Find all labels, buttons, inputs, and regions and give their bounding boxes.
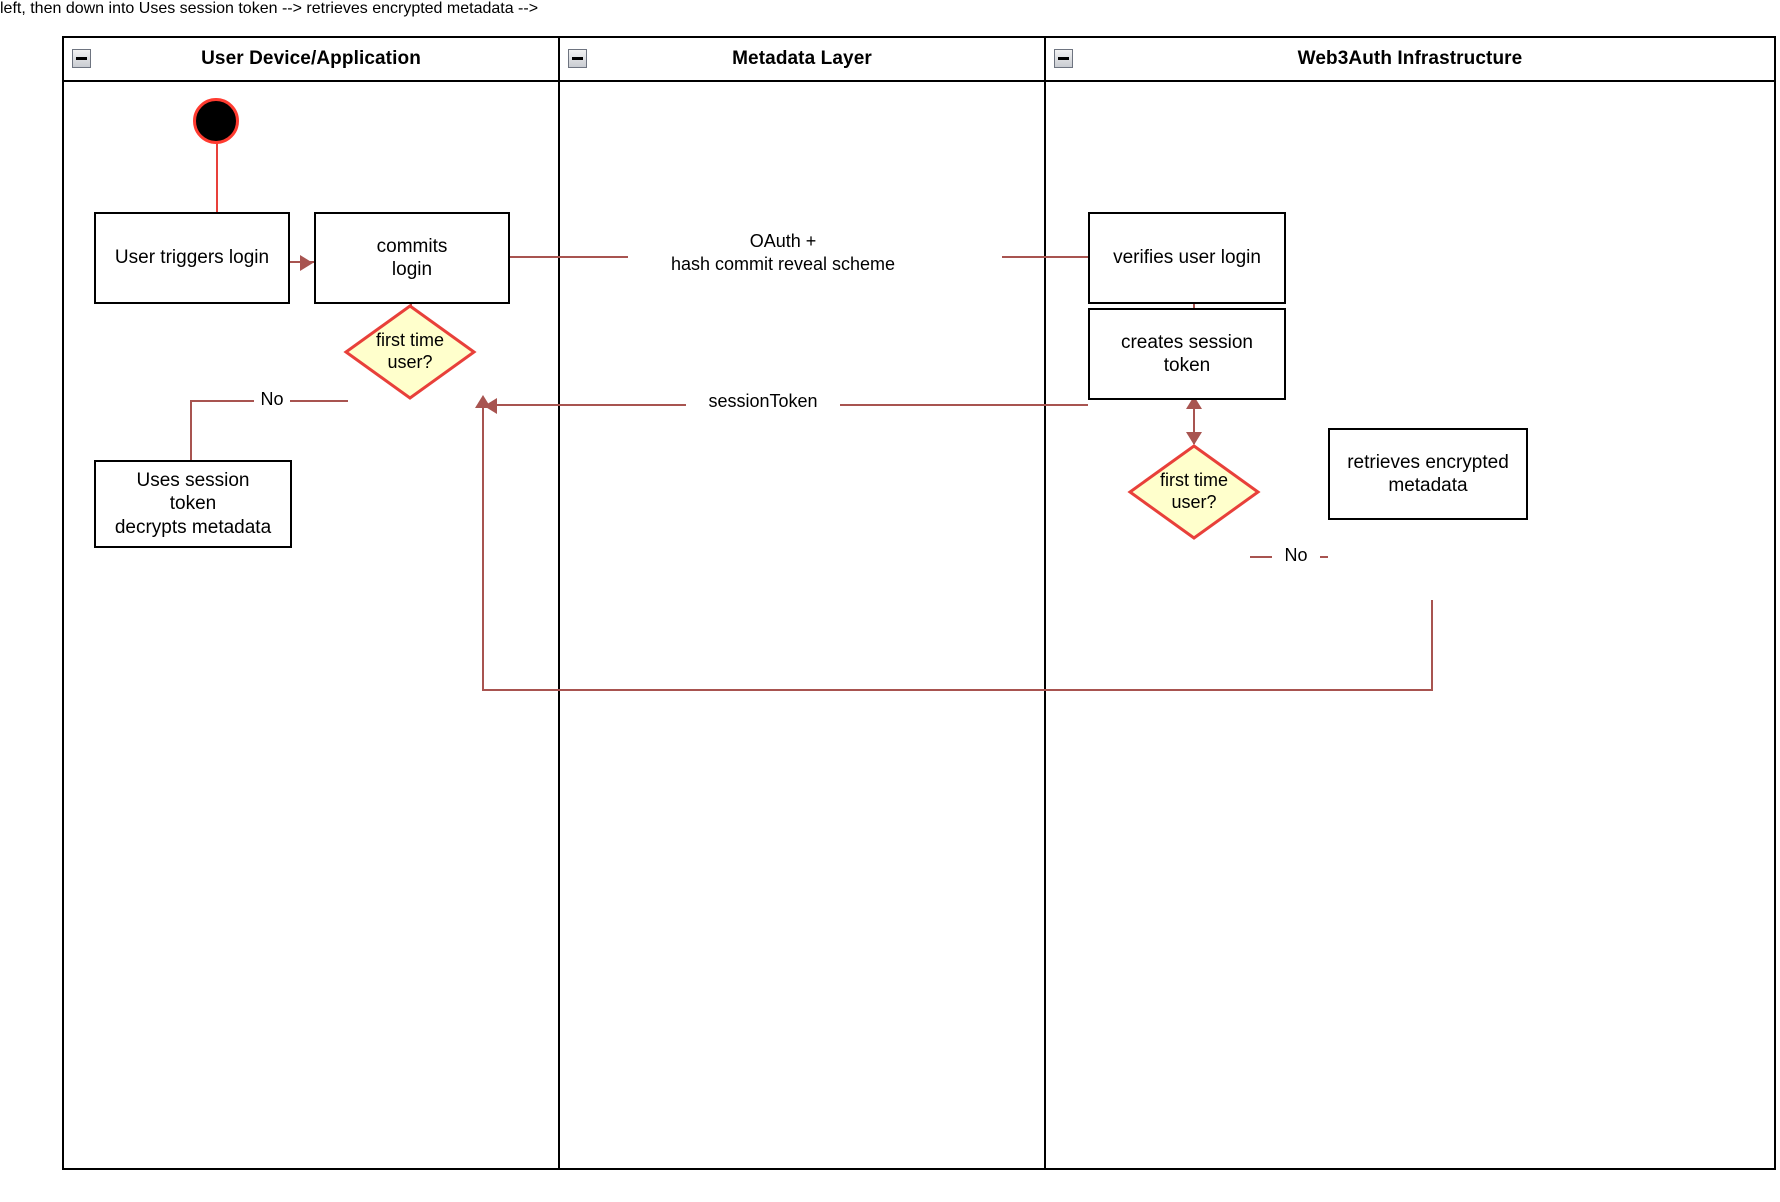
edge-decision-no-right-a (1250, 556, 1274, 558)
edge-label-no-right: No (1272, 544, 1320, 567)
action-label: verifies user login (1113, 247, 1261, 269)
lane-title-user-device: User Device/Application (201, 48, 421, 69)
edge-retrieves-up (482, 404, 484, 691)
lane-header-web3auth: Web3Auth Infrastructure (1046, 38, 1774, 82)
minus-box-icon[interactable] (568, 49, 587, 68)
lane-divider-1 (558, 38, 560, 1168)
action-retrieves-encrypted-metadata[interactable]: retrieves encrypted metadata (1328, 428, 1528, 520)
edge-decision-no-left-a (190, 400, 256, 402)
arrowhead-down-decision (1186, 432, 1202, 445)
edge-sessiontoken-a (490, 404, 686, 406)
lane-user-device[interactable]: User Device/Application (64, 38, 558, 1168)
lane-divider-2 (1044, 38, 1046, 1168)
edge-creates-decision-bidirectional (1193, 400, 1195, 444)
edge-retrieves-left (482, 689, 1433, 691)
minus-box-icon[interactable] (1054, 49, 1073, 68)
action-label: commits login (376, 235, 448, 280)
edge-start-to-trigger (216, 142, 218, 212)
edge-retrieves-down (1431, 600, 1433, 691)
minus-box-icon[interactable] (72, 49, 91, 68)
action-commits-login[interactable]: commits login (314, 212, 510, 304)
edge-label-oauth: OAuth + hash commit reveal scheme (628, 230, 938, 275)
lane-header-metadata-layer: Metadata Layer (560, 38, 1044, 82)
action-verifies-user-login[interactable]: verifies user login (1088, 212, 1286, 304)
lane-web3auth[interactable]: Web3Auth Infrastructure (1046, 38, 1774, 1168)
decision-label: first time user? (1159, 470, 1228, 512)
action-label: User triggers login (114, 247, 270, 269)
action-user-triggers-login[interactable]: User triggers login (94, 212, 290, 304)
decision-first-time-user-left[interactable]: first time user? (343, 304, 477, 400)
lane-title-metadata-layer: Metadata Layer (732, 48, 872, 69)
decision-first-time-user-right[interactable]: first time user? (1127, 444, 1261, 540)
action-label: Uses session token decrypts metadata (114, 470, 272, 538)
diamond-shape (343, 304, 477, 400)
lane-metadata-layer[interactable]: Metadata Layer (560, 38, 1044, 1168)
decision-label: first time user? (375, 330, 444, 372)
diamond-shape (1127, 444, 1261, 540)
edge-label-session-token: sessionToken (686, 390, 840, 413)
arrowhead-trigger-to-commits (300, 255, 313, 271)
lane-header-user-device: User Device/Application (64, 38, 558, 82)
lane-title-web3auth: Web3Auth Infrastructure (1297, 48, 1523, 69)
action-creates-session-token[interactable]: creates session token (1088, 308, 1286, 400)
action-label: retrieves encrypted metadata (1347, 451, 1509, 496)
edge-commits-to-oauth (508, 256, 668, 258)
edge-sessiontoken-b (828, 404, 1088, 406)
edge-oauth-to-verifies (1002, 256, 1088, 258)
action-uses-session-token[interactable]: Uses session token decrypts metadata (94, 460, 292, 548)
edge-decision-no-left-b (276, 400, 348, 402)
initial-node (193, 98, 239, 144)
edge-label-no-left: No (254, 388, 290, 411)
arrowhead-return-to-decision (475, 395, 491, 408)
edge-decision-no-down (190, 400, 192, 460)
swimlane-pool: User Device/Application Metadata Layer W… (62, 36, 1776, 1170)
action-label: creates session token (1120, 331, 1253, 376)
